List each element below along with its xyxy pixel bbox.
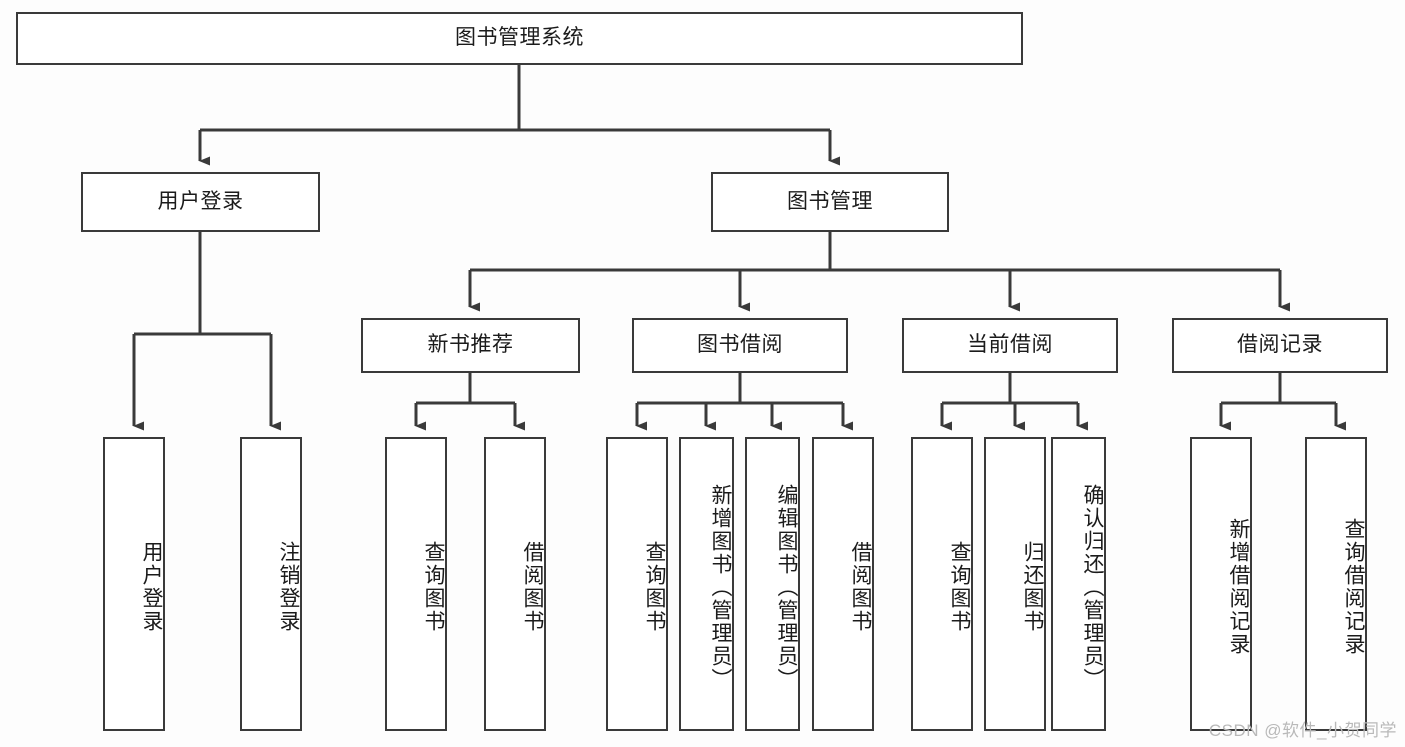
node-user-login[interactable]: 用户登录 [81,172,320,232]
node-book-manage-label: 图书管理 [787,189,873,213]
node-book-manage[interactable]: 图书管理 [711,172,949,232]
node-leaf-query-book-3-label: 查询图书 [948,541,971,633]
node-leaf-confirm-return[interactable]: 确认归还（管理员） [1051,437,1106,731]
node-leaf-return-book[interactable]: 归还图书 [984,437,1046,731]
node-leaf-query-book-2-label: 查询图书 [643,541,666,633]
node-leaf-add-record[interactable]: 新增借阅记录 [1190,437,1252,731]
node-leaf-edit-book[interactable]: 编辑图书（管理员） [745,437,800,731]
node-current-borrow-label: 当前借阅 [967,333,1053,357]
node-leaf-query-book-2[interactable]: 查询图书 [606,437,668,731]
node-leaf-borrow-book-2-label: 借阅图书 [849,541,872,633]
node-leaf-borrow-book-1[interactable]: 借阅图书 [484,437,546,731]
node-leaf-query-record-label: 查询借阅记录 [1342,518,1365,656]
node-book-borrow-label: 图书借阅 [697,333,783,357]
node-user-login-label: 用户登录 [157,189,244,213]
node-new-book-recommend[interactable]: 新书推荐 [361,318,580,373]
node-leaf-edit-book-label: 编辑图书（管理员） [775,483,798,691]
node-leaf-add-book-label: 新增图书（管理员） [709,483,732,691]
node-leaf-add-book[interactable]: 新增图书（管理员） [679,437,734,731]
node-new-book-recommend-label: 新书推荐 [427,333,514,357]
node-leaf-borrow-book-2[interactable]: 借阅图书 [812,437,874,731]
node-leaf-query-book-1-label: 查询图书 [422,541,445,633]
node-leaf-return-book-label: 归还图书 [1021,541,1044,633]
node-leaf-confirm-return-label: 确认归还（管理员） [1081,483,1104,691]
node-leaf-user-login-label: 用户登录 [140,541,163,633]
node-root[interactable]: 图书管理系统 [16,12,1023,65]
node-leaf-user-logout[interactable]: 注销登录 [240,437,302,731]
node-current-borrow[interactable]: 当前借阅 [902,318,1118,373]
node-leaf-user-login[interactable]: 用户登录 [103,437,165,731]
node-leaf-query-book-3[interactable]: 查询图书 [911,437,973,731]
node-leaf-query-record[interactable]: 查询借阅记录 [1305,437,1367,731]
node-borrow-record[interactable]: 借阅记录 [1172,318,1388,373]
node-leaf-add-record-label: 新增借阅记录 [1227,518,1250,656]
node-borrow-record-label: 借阅记录 [1237,333,1323,357]
node-root-label: 图书管理系统 [455,26,584,50]
node-leaf-user-logout-label: 注销登录 [277,541,300,633]
node-book-borrow[interactable]: 图书借阅 [632,318,848,373]
node-leaf-borrow-book-1-label: 借阅图书 [521,541,544,633]
node-leaf-query-book-1[interactable]: 查询图书 [385,437,447,731]
